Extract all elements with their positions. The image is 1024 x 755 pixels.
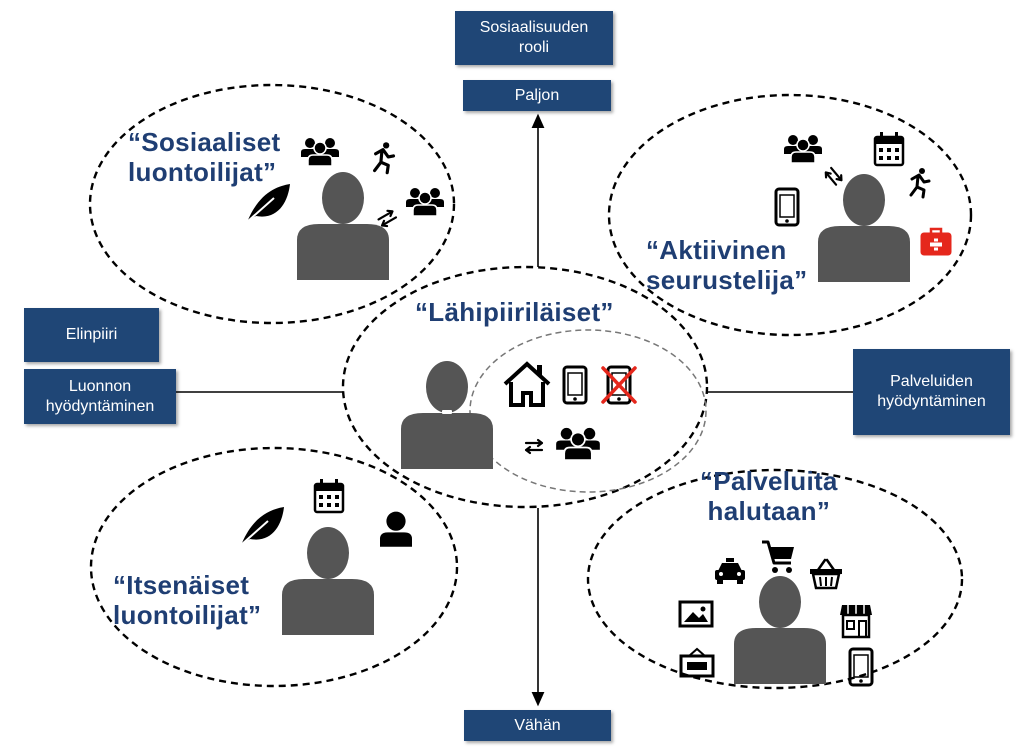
runner-icon — [373, 140, 396, 175]
ellipse-local-circle-inner — [469, 329, 707, 493]
exchange-icon — [822, 164, 845, 188]
cart-icon — [760, 540, 796, 575]
calendar-icon — [873, 130, 905, 167]
group-icon — [783, 134, 823, 164]
ellipse-services-wanted — [586, 468, 964, 690]
persona-title-services-wanted: “Palveluita halutaan” — [700, 466, 838, 526]
taxi-icon — [715, 558, 745, 584]
persona-title-active-socializer: “Aktiivinen seurustelija” — [646, 235, 808, 295]
persona-silhouette-active-socializer — [818, 174, 910, 282]
ellipse-independent-nature — [89, 446, 459, 688]
leaf-icon — [246, 183, 291, 223]
leaf-icon — [240, 506, 285, 546]
persona-title-independent-nature: “Itsenäiset luontoilijat” — [113, 570, 262, 630]
image-icon — [678, 600, 714, 628]
runner-icon — [909, 166, 931, 199]
persona-silhouette-independent-nature — [282, 527, 374, 635]
sign-icon — [679, 647, 715, 678]
persona-title-local-circle: “Lähipiiriläiset” — [415, 297, 614, 327]
first-aid-icon — [919, 227, 953, 257]
ellipse-social-nature — [88, 83, 456, 325]
axis-label-nature-use: Luonnon hyödyntäminen — [24, 369, 176, 424]
calendar-icon — [313, 477, 345, 514]
ellipse-active-socializer — [607, 93, 973, 337]
phone-icon — [774, 187, 800, 227]
axis-lines — [176, 113, 855, 707]
axis-title-social-role: Sosiaalisuuden rooli — [455, 11, 613, 65]
persona-silhouette-services-wanted — [734, 576, 826, 684]
store-icon — [838, 603, 874, 639]
no-phone-icon — [601, 365, 637, 405]
basket-icon — [808, 558, 844, 590]
axis-title-living-sphere: Elinpiiri — [24, 308, 159, 362]
group-icon — [300, 137, 340, 167]
axis-label-high: Paljon — [463, 80, 611, 111]
axis-label-service-use: Palveluiden hyödyntäminen — [853, 349, 1010, 435]
group-icon — [405, 187, 445, 217]
persona-title-social-nature: “Sosiaaliset luontoilijat” — [128, 127, 281, 187]
axis-label-low: Vähän — [464, 710, 611, 741]
phone-icon — [848, 647, 874, 687]
persona-silhouette-social-nature — [297, 172, 389, 280]
person-icon — [380, 511, 412, 547]
exchange-icon — [375, 207, 399, 230]
